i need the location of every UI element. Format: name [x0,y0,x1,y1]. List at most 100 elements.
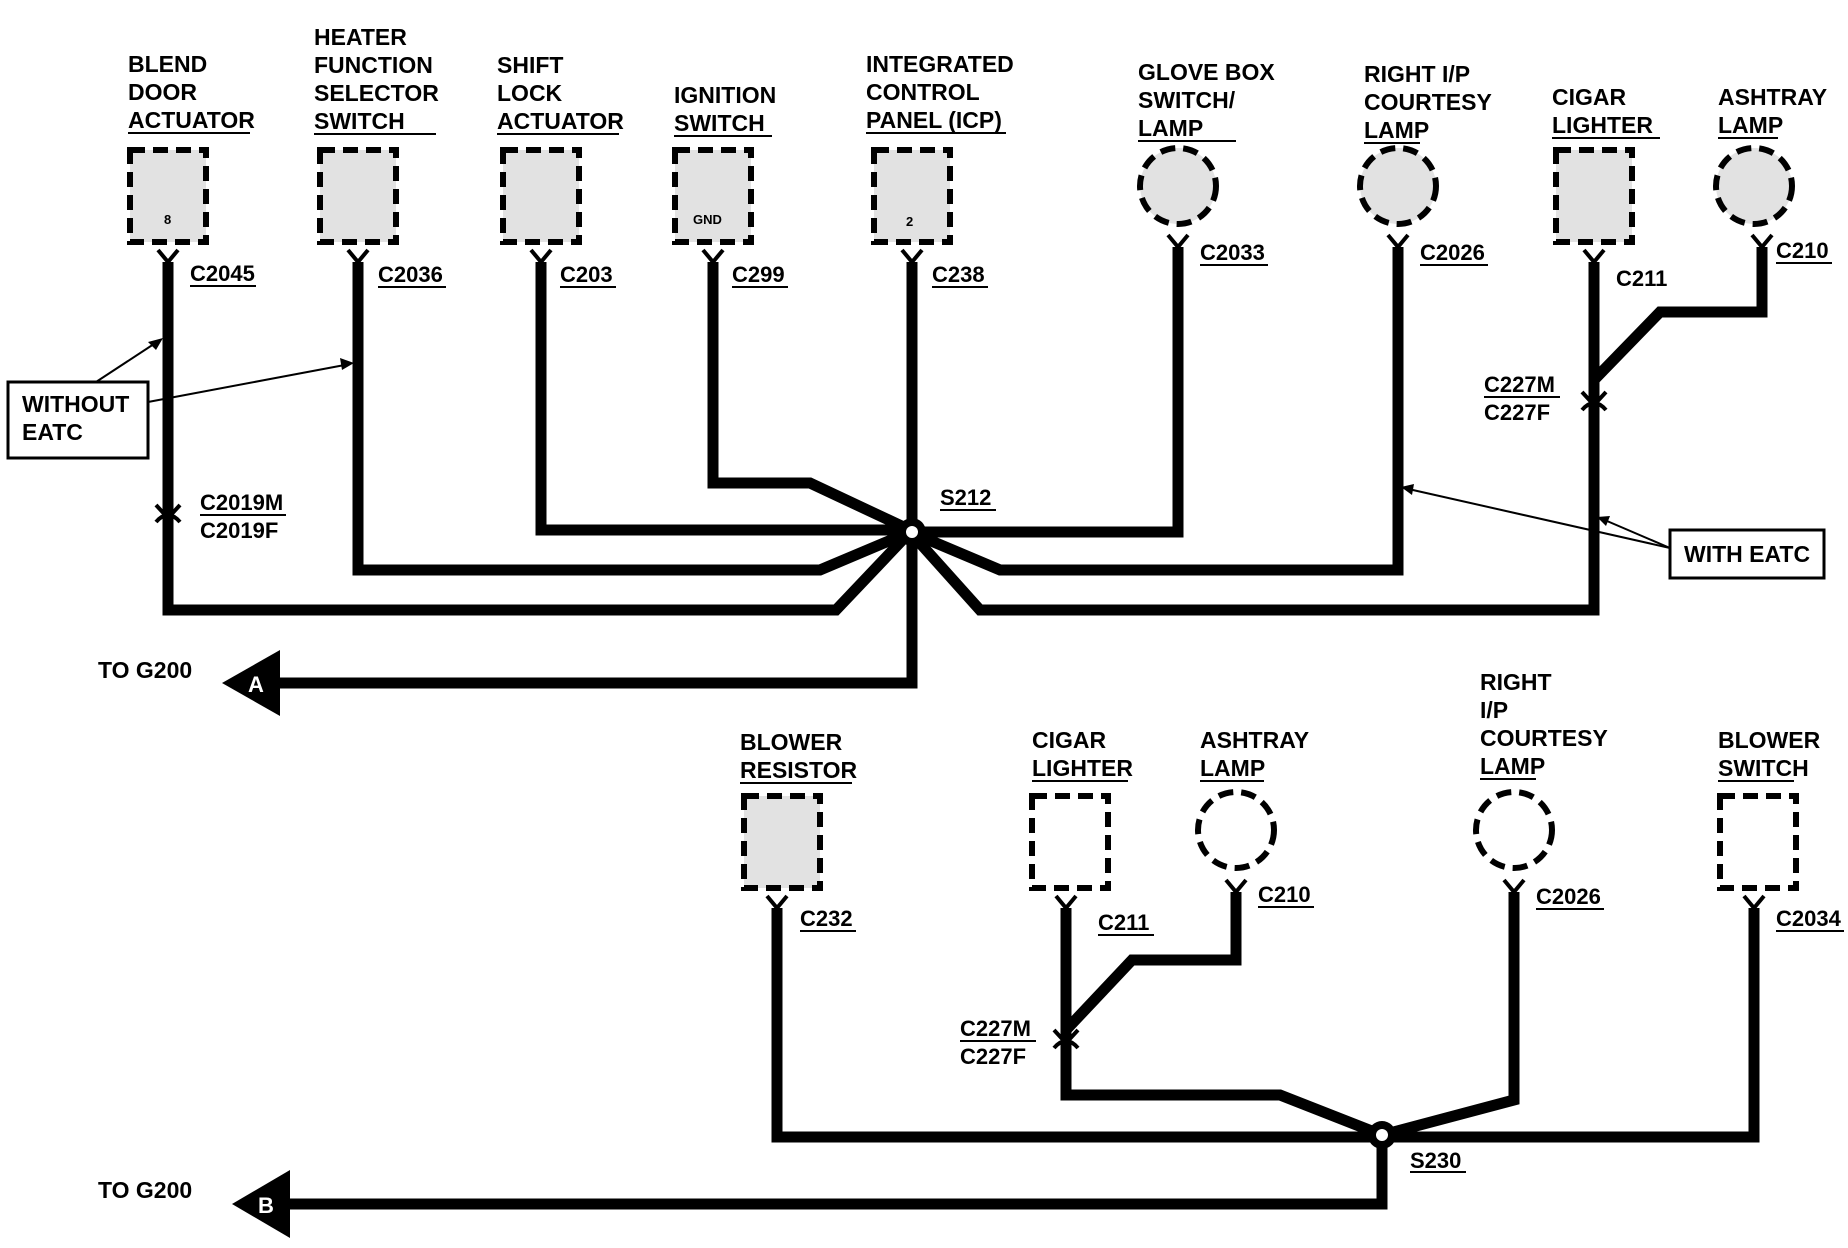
svg-text:GLOVE BOX: GLOVE BOX [1138,59,1275,85]
label-blower-resistor: BLOWER RESISTOR [740,729,858,783]
component-right-ip-courtesy-lamp [1357,145,1439,227]
callout-with-eatc: WITH EATC [1401,484,1826,580]
component-lower-cigar-lighter [1029,793,1111,891]
label-blend-door-actuator: BLEND DOOR ACTUATOR [128,51,255,133]
connector-c2045: C2045 [190,261,255,286]
component-glove-box-lamp [1137,145,1219,227]
inline-connector-c227-lower [1052,1028,1080,1050]
svg-text:HEATER: HEATER [314,24,407,50]
ground-label-lower: TO G200 [98,1177,192,1203]
svg-text:RESISTOR: RESISTOR [740,757,858,783]
connector-marks-upper [156,233,1774,266]
svg-text:FUNCTION: FUNCTION [314,52,433,78]
svg-text:LAMP: LAMP [1138,115,1203,141]
connector-c238: C238 [932,262,985,287]
svg-text:C2019M: C2019M [200,490,283,515]
svg-text:C227M: C227M [1484,372,1555,397]
label-underlines-lower [740,778,1844,1173]
svg-text:LIGHTER: LIGHTER [1552,112,1653,138]
label-lower-ashtray-lamp: ASHTRAY LAMP [1200,727,1309,781]
label-heater-function-selector-switch: HEATER FUNCTION SELECTOR SWITCH [314,24,439,134]
label-cigar-lighter: CIGAR LIGHTER [1552,84,1653,138]
connector-c211: C211 [1616,266,1667,291]
connector-c210: C210 [1776,238,1829,263]
ground-marker-a: A [222,650,280,716]
label-shift-lock-actuator: SHIFT LOCK ACTUATOR [497,52,624,134]
svg-text:C2019F: C2019F [200,518,278,543]
component-ashtray-lamp [1713,145,1795,227]
wires-upper [162,247,1768,689]
svg-text:A: A [248,672,264,697]
svg-text:BLOWER: BLOWER [740,729,843,755]
connector-c232: C232 [800,906,853,931]
label-lower-right-ip-courtesy-lamp: RIGHT I/P COURTESY LAMP [1480,669,1608,779]
svg-text:I/P: I/P [1480,697,1508,723]
component-ignition-switch: GND [672,147,754,245]
svg-text:WITHOUT: WITHOUT [22,391,129,417]
component-blower-switch [1717,793,1799,891]
svg-text:LAMP: LAMP [1480,753,1545,779]
svg-text:C227F: C227F [1484,400,1550,425]
svg-text:C227M: C227M [960,1016,1031,1041]
svg-text:COURTESY: COURTESY [1364,89,1492,115]
connector-c227-upper: C227M C227F [1484,372,1555,425]
svg-text:PANEL (ICP): PANEL (ICP) [866,107,1002,133]
svg-text:ACTUATOR: ACTUATOR [128,107,255,133]
svg-text:BLOWER: BLOWER [1718,727,1821,753]
connector-lower-c210: C210 [1258,882,1311,907]
svg-text:SHIFT: SHIFT [497,52,563,78]
connector-c203: C203 [560,262,613,287]
label-lower-cigar-lighter: CIGAR LIGHTER [1032,727,1133,781]
ground-label-upper: TO G200 [98,657,192,683]
connector-lower-c2026: C2026 [1536,884,1601,909]
connector-lower-c211: C211 [1098,910,1149,935]
component-lower-ashtray-lamp [1195,789,1277,871]
svg-text:SWITCH: SWITCH [314,108,405,134]
connector-c2033: C2033 [1200,240,1265,265]
splice-label-s230: S230 [1410,1148,1461,1173]
component-integrated-control-panel: 2 [871,147,953,245]
svg-text:EATC: EATC [22,419,83,445]
svg-text:SWITCH/: SWITCH/ [1138,87,1236,113]
component-blower-resistor [741,793,823,891]
component-lower-right-ip-courtesy-lamp [1473,789,1555,871]
splice-label-s212: S212 [940,485,991,510]
connector-c299: C299 [732,262,785,287]
svg-text:B: B [258,1193,274,1218]
svg-text:COURTESY: COURTESY [1480,725,1608,751]
component-blend-door-actuator: 8 [127,147,209,245]
label-ashtray-lamp: ASHTRAY LAMP [1718,84,1827,138]
ground-marker-b: B [232,1170,290,1238]
svg-text:8: 8 [164,212,171,227]
splice-s230 [1368,1121,1396,1149]
connector-c2034: C2034 [1776,906,1842,931]
label-glove-box-switch-lamp: GLOVE BOX SWITCH/ LAMP [1138,59,1275,141]
inline-connector-c2019 [154,503,182,524]
component-heater-function-selector-switch [317,147,399,245]
svg-text:LOCK: LOCK [497,80,563,106]
svg-text:ASHTRAY: ASHTRAY [1200,727,1309,753]
svg-text:ASHTRAY: ASHTRAY [1718,84,1827,110]
svg-text:LAMP: LAMP [1364,117,1429,143]
svg-text:LAMP: LAMP [1200,755,1265,781]
svg-text:WITH EATC: WITH EATC [1684,541,1810,567]
label-right-ip-courtesy-lamp: RIGHT I/P COURTESY LAMP [1364,61,1492,143]
svg-text:CONTROL: CONTROL [866,79,980,105]
svg-text:ACTUATOR: ACTUATOR [497,108,624,134]
label-blower-switch: BLOWER SWITCH [1718,727,1821,781]
connector-c2036: C2036 [378,262,443,287]
component-cigar-lighter [1553,147,1635,245]
svg-text:IGNITION: IGNITION [674,82,776,108]
svg-text:BLEND: BLEND [128,51,207,77]
connector-c2019: C2019M C2019F [200,490,283,543]
svg-text:RIGHT I/P: RIGHT I/P [1364,61,1470,87]
label-ignition-switch: IGNITION SWITCH [674,82,776,136]
svg-text:INTEGRATED: INTEGRATED [866,51,1014,77]
component-shift-lock-actuator [500,147,582,245]
label-integrated-control-panel: INTEGRATED CONTROL PANEL (ICP) [866,51,1014,133]
connector-c227-lower: C227M C227F [960,1016,1031,1069]
svg-text:CIGAR: CIGAR [1032,727,1107,753]
svg-text:LIGHTER: LIGHTER [1032,755,1133,781]
svg-text:SELECTOR: SELECTOR [314,80,439,106]
